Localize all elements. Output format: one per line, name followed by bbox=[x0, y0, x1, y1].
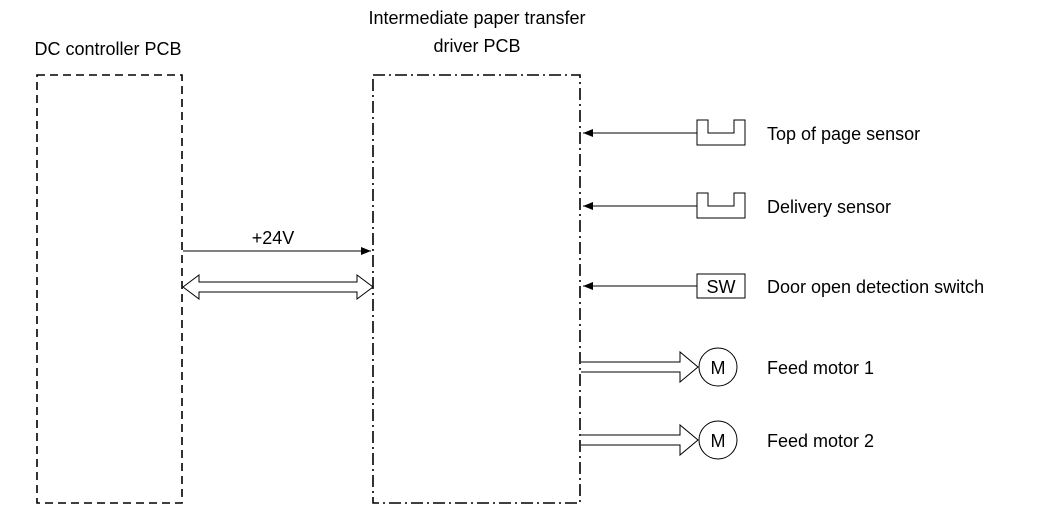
transfer-driver-label-line2: driver PCB bbox=[433, 36, 520, 56]
feed-motor-1-arrow bbox=[581, 350, 699, 384]
motor-icon: M bbox=[698, 347, 738, 387]
transfer-driver-label-line1: Intermediate paper transfer bbox=[368, 8, 585, 28]
door-switch-label: Door open detection switch bbox=[767, 277, 984, 297]
motor-1-symbol: M bbox=[711, 358, 726, 378]
photo-sensor-icon bbox=[696, 192, 746, 219]
feed-motor-1-label: Feed motor 1 bbox=[767, 358, 874, 378]
transfer-driver-pcb-box bbox=[372, 74, 581, 504]
motor-icon: M bbox=[698, 420, 738, 460]
feed-motor-2-label: Feed motor 2 bbox=[767, 431, 874, 451]
power-line-label: +24V bbox=[252, 228, 295, 248]
motor-2-symbol: M bbox=[711, 431, 726, 451]
dc-controller-label: DC controller PCB bbox=[34, 39, 181, 59]
top-of-page-sensor-label: Top of page sensor bbox=[767, 124, 920, 144]
switch-icon: SW bbox=[696, 273, 746, 299]
feed-motor-2-arrow bbox=[581, 423, 699, 457]
signal-bus-arrow bbox=[182, 274, 374, 300]
delivery-sensor-label: Delivery sensor bbox=[767, 197, 891, 217]
photo-sensor-icon bbox=[696, 119, 746, 146]
switch-symbol: SW bbox=[707, 277, 736, 297]
dc-controller-pcb-box bbox=[36, 74, 183, 504]
